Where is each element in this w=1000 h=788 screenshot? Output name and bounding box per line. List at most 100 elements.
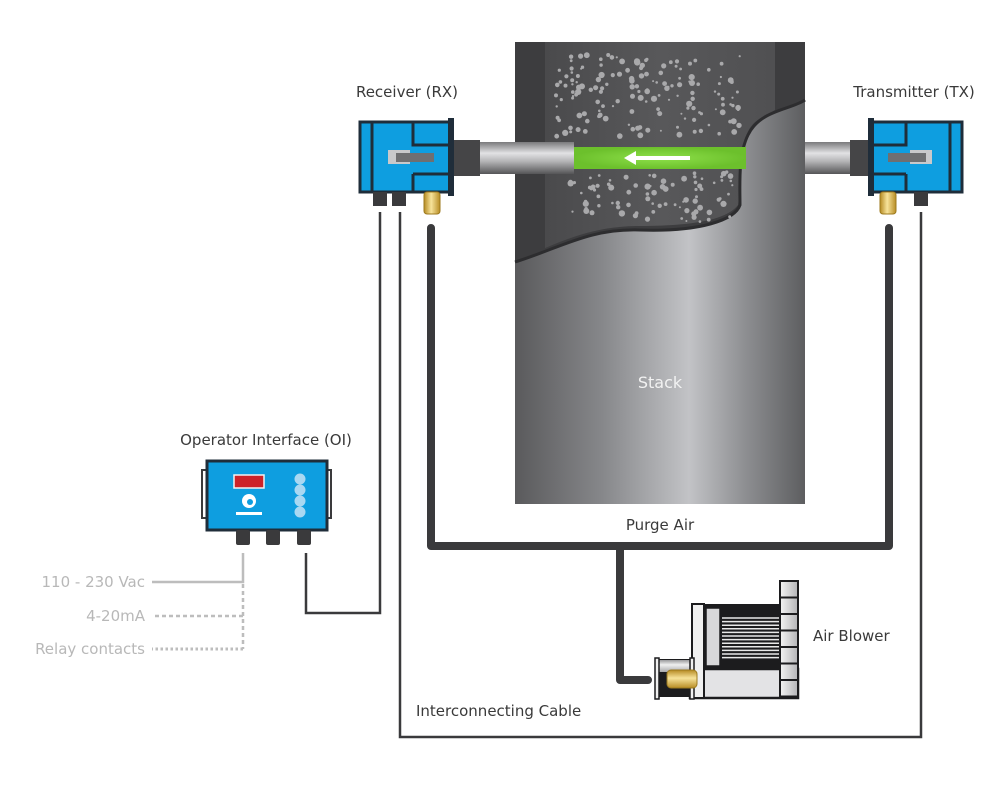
oi-button-3[interactable] — [294, 495, 306, 507]
particle — [595, 99, 600, 105]
particle — [616, 205, 621, 210]
particle — [582, 200, 589, 207]
particle — [707, 123, 711, 127]
particle — [635, 125, 641, 131]
flange-segment — [779, 629, 799, 648]
particle — [690, 90, 695, 96]
transmitter-connector — [914, 192, 928, 206]
oi-connector-1 — [236, 530, 250, 545]
blower-purge-fitting — [666, 669, 698, 689]
particle — [717, 92, 721, 96]
particle — [689, 80, 695, 86]
particle — [562, 129, 569, 136]
particle — [616, 71, 623, 77]
operator-interface: Operator Interface (OI) — [180, 431, 352, 545]
particle — [575, 74, 580, 78]
particle — [738, 55, 741, 58]
purge-hose-blower — [616, 542, 652, 684]
particle — [693, 180, 698, 185]
particle — [569, 130, 573, 134]
particle — [619, 58, 625, 65]
particle — [571, 83, 574, 86]
oi-button-2[interactable] — [294, 484, 306, 496]
particle — [623, 174, 629, 180]
particle — [729, 103, 732, 106]
particle — [599, 63, 603, 67]
particle — [736, 122, 742, 129]
particle — [598, 109, 601, 113]
particle — [731, 184, 734, 187]
particle — [595, 183, 600, 188]
particle — [674, 64, 678, 68]
particle — [597, 174, 601, 177]
particle — [559, 98, 563, 102]
particle — [583, 52, 590, 59]
particle — [651, 173, 657, 179]
particle — [570, 78, 575, 83]
particle — [644, 100, 648, 103]
particle — [698, 128, 704, 134]
particle — [727, 173, 734, 179]
particle — [700, 177, 704, 180]
particle — [626, 189, 632, 195]
particle — [670, 84, 674, 88]
particle — [727, 77, 734, 84]
beam-direction-arrow — [624, 151, 690, 165]
particle — [667, 85, 670, 89]
oi-display — [233, 474, 265, 489]
particle — [633, 183, 638, 188]
particle — [611, 201, 614, 205]
air-blower: Air Blower — [654, 580, 890, 700]
particle — [729, 179, 733, 183]
particle — [736, 108, 740, 111]
particle — [645, 127, 651, 133]
particle — [629, 84, 635, 90]
io-label-analog: 4-20mA — [86, 607, 146, 625]
particle — [585, 118, 590, 124]
particle — [637, 94, 644, 101]
oi-button-1[interactable] — [294, 473, 306, 485]
transmitter-purge-fitting — [879, 191, 897, 215]
operator-interface-label: Operator Interface (OI) — [180, 431, 352, 449]
particle — [717, 82, 721, 86]
interconnecting-cables — [304, 212, 923, 739]
particle — [683, 197, 689, 203]
transmitter-pipe-collar — [850, 140, 872, 176]
particle — [662, 81, 667, 86]
particle — [615, 99, 620, 104]
particle — [663, 202, 668, 207]
particle — [629, 109, 635, 114]
particle — [568, 125, 573, 131]
particle — [602, 115, 609, 122]
particle — [629, 78, 635, 84]
particle — [720, 179, 724, 182]
particle — [676, 125, 679, 129]
particle — [601, 104, 605, 108]
particle — [658, 70, 664, 76]
power-line — [152, 553, 245, 584]
particle — [576, 112, 583, 119]
flange-segment — [779, 679, 799, 698]
particle — [571, 90, 575, 94]
cable-rx-to-tx — [398, 212, 923, 739]
particle — [721, 102, 725, 107]
particle — [692, 171, 697, 175]
particle — [731, 96, 734, 99]
particle — [608, 184, 615, 191]
oi-button-4[interactable] — [294, 506, 306, 518]
particle — [626, 202, 631, 208]
particle — [676, 94, 679, 98]
particle — [637, 89, 641, 94]
particle — [610, 73, 615, 78]
particle — [695, 195, 698, 199]
particle — [707, 68, 711, 72]
particle — [720, 170, 727, 177]
particle — [644, 71, 649, 77]
particle — [667, 98, 671, 101]
particle — [720, 200, 727, 207]
oi-logo-icon — [236, 494, 262, 515]
particle — [557, 68, 561, 72]
particle — [569, 59, 573, 63]
particle — [693, 175, 697, 179]
particle — [651, 202, 654, 205]
